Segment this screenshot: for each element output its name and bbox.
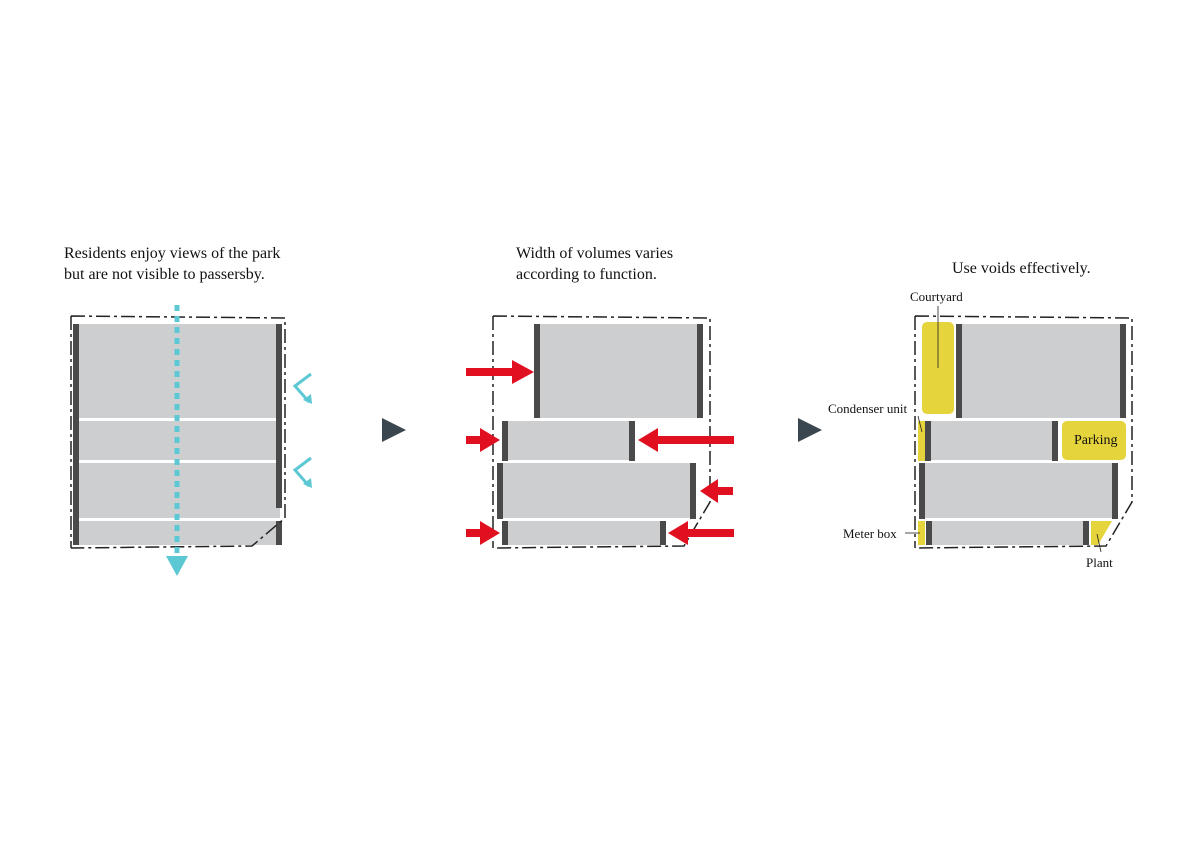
volume [931, 521, 1086, 545]
meter-void [918, 521, 925, 545]
wall [956, 324, 962, 418]
volume [540, 324, 700, 418]
width-arrow-icon [466, 360, 534, 384]
view-chevron-head-icon [303, 478, 312, 488]
panel3-caption: Use voids effectively. [952, 258, 1091, 279]
wall [497, 463, 503, 519]
condenser-leader [917, 415, 923, 433]
panel2-diagram [466, 315, 734, 549]
wall-right [276, 521, 282, 545]
panel3-diagram [905, 306, 1133, 553]
width-arrow-icon [638, 428, 734, 452]
panel1-caption-line2: but are not visible to passersby. [64, 266, 265, 283]
wall [1083, 521, 1089, 545]
condenser-void [918, 421, 926, 461]
parking-label: Parking [1074, 433, 1118, 448]
wall [697, 324, 703, 418]
plant-void [1091, 521, 1112, 545]
wall [1120, 324, 1126, 418]
site-boundary [492, 315, 711, 549]
parking-void [1062, 421, 1126, 460]
wall [925, 421, 931, 461]
wall [1052, 421, 1058, 461]
meter-box-label: Meter box [843, 526, 897, 541]
volume [961, 324, 1121, 418]
wall [919, 463, 925, 519]
wall [1112, 463, 1118, 519]
panel2-caption: Width of volumes varies according to fun… [516, 243, 673, 285]
view-arrow-head-icon [166, 556, 188, 576]
wall-left [73, 324, 79, 545]
plant-leader [1096, 533, 1102, 553]
wall [660, 521, 666, 545]
panel1-diagram [70, 305, 312, 576]
condenser-unit-label: Condenser unit [828, 401, 908, 416]
panel1-caption-line1: Residents enjoy views of the park [64, 245, 281, 262]
view-chevron-icon [292, 372, 312, 403]
wall [690, 463, 696, 519]
courtyard-label: Courtyard [910, 289, 963, 304]
triangle-right-icon [798, 418, 822, 442]
width-arrow-icon [668, 521, 734, 545]
wall-right [276, 324, 282, 508]
triangle-right-icon [382, 418, 406, 442]
volume [507, 421, 632, 460]
volume [930, 421, 1055, 460]
width-arrow-icon [466, 428, 500, 452]
volume [502, 463, 692, 518]
wall [629, 421, 635, 461]
wall [534, 324, 540, 418]
view-chevron-icon [292, 456, 312, 487]
panel2-caption-line2: according to function. [516, 266, 657, 283]
width-arrow-icon [466, 521, 500, 545]
width-arrow-icon [700, 479, 733, 503]
site-boundary [70, 315, 286, 549]
view-chevron-head-icon [303, 394, 312, 404]
volume [507, 521, 662, 545]
panel2-caption-line1: Width of volumes varies [516, 245, 674, 262]
volume [924, 463, 1114, 518]
plant-label: Plant [1086, 555, 1113, 570]
site-boundary [914, 315, 1133, 549]
panel1-caption: Residents enjoy views of the park but ar… [64, 243, 280, 285]
panel3-caption-line1: Use voids effectively. [952, 260, 1091, 277]
wall [926, 521, 932, 545]
wall [502, 521, 508, 545]
wall [502, 421, 508, 461]
